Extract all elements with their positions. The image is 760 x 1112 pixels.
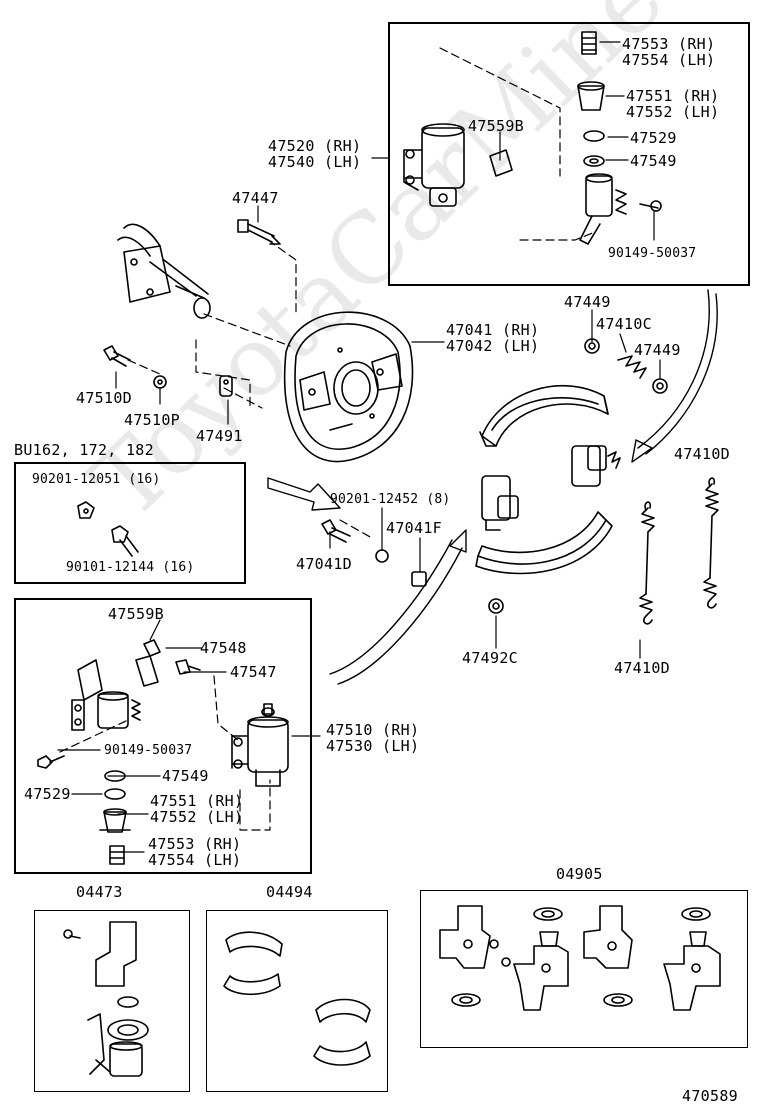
- backing-plate-drawing: [283, 311, 414, 463]
- axle-knuckle-drawing: [117, 223, 211, 319]
- return-springs-drawing: [639, 477, 719, 625]
- label-bu-variants: BU162, 172, 182: [14, 441, 154, 459]
- dashed-assembly-lines: [59, 47, 596, 831]
- label-47449-b: 47449: [634, 341, 681, 359]
- figure-number: 470589: [682, 1087, 738, 1105]
- label-47554: 47554 (LH): [622, 51, 716, 69]
- label-47410d-bottom: 47410D: [614, 659, 670, 677]
- label-47540: 47540 (LH): [268, 153, 362, 171]
- kit-04905-drawing: [439, 905, 721, 1011]
- kit-label-04494: 04494: [266, 883, 313, 901]
- kit-04905-box: [420, 890, 748, 1048]
- inset-label-47547: 47547: [230, 663, 277, 681]
- inset-label-47559b: 47559B: [108, 605, 164, 623]
- label-47042: 47042 (LH): [446, 337, 540, 355]
- label-47529: 47529: [630, 129, 677, 147]
- label-47410c: 47410C: [596, 315, 652, 333]
- inset-label-47552: 47552 (LH): [150, 808, 244, 826]
- kit-04494-box: [206, 910, 388, 1092]
- label-47041f: 47041F: [386, 519, 442, 537]
- label-90201-12051: 90201-12051 (16): [32, 472, 161, 487]
- bolt-47447-drawing: [237, 219, 281, 245]
- label-47410d-top: 47410D: [674, 445, 730, 463]
- label-47520: 47520 (RH): [268, 137, 362, 155]
- label-47510p: 47510P: [124, 411, 180, 429]
- inset-label-47510: 47510 (RH): [326, 721, 420, 739]
- inset-label-47554: 47554 (LH): [148, 851, 242, 869]
- kit-04473-drawing: [63, 921, 149, 1077]
- small-hardware-drawing: [103, 338, 668, 397]
- label-47041: 47041 (RH): [446, 321, 540, 339]
- inset-label-47549: 47549: [162, 767, 209, 785]
- leader-lines: [57, 41, 661, 853]
- label-47552: 47552 (LH): [626, 103, 720, 121]
- kit-04494-drawing: [223, 931, 371, 1066]
- label-47551: 47551 (RH): [626, 87, 720, 105]
- label-90201-12452: 90201-12452 (8): [330, 492, 451, 507]
- inset-label-47529: 47529: [24, 785, 71, 803]
- wheel-cylinder-top-drawing: [403, 31, 662, 245]
- label-47491: 47491: [196, 427, 243, 445]
- label-90101-12144: 90101-12144 (16): [66, 560, 195, 575]
- bu-box-parts-drawing: [77, 501, 139, 557]
- kit-label-04905: 04905: [556, 865, 603, 883]
- label-47510d: 47510D: [76, 389, 132, 407]
- brake-shoe-lower-drawing: [475, 511, 613, 575]
- label-47449-a: 47449: [564, 293, 611, 311]
- wheel-cylinder-inset-box-top: [388, 22, 750, 286]
- label-47553: 47553 (RH): [622, 35, 716, 53]
- label-47549: 47549: [630, 152, 677, 170]
- label-47492c: 47492C: [462, 649, 518, 667]
- inset-label-90149-50037: 90149-50037: [104, 743, 193, 758]
- adjuster-parts-drawing: [321, 445, 621, 614]
- curved-arrows: [267, 289, 718, 685]
- label-90149-50037-top: 90149-50037: [608, 246, 697, 261]
- label-47447: 47447: [232, 189, 279, 207]
- label-47041d: 47041D: [296, 555, 352, 573]
- kit-label-04473: 04473: [76, 883, 123, 901]
- inset-label-47530: 47530 (LH): [326, 737, 420, 755]
- kit-04473-box: [34, 910, 190, 1092]
- brake-shoe-upper-drawing: [479, 384, 609, 447]
- inset-label-47548: 47548: [200, 639, 247, 657]
- inset-label-47553: 47553 (RH): [148, 835, 242, 853]
- wheel-cylinder-bottom-drawing: [37, 639, 289, 865]
- inset-label-47551: 47551 (RH): [150, 792, 244, 810]
- bu-variant-box: [14, 462, 246, 584]
- label-47559b: 47559B: [468, 117, 524, 135]
